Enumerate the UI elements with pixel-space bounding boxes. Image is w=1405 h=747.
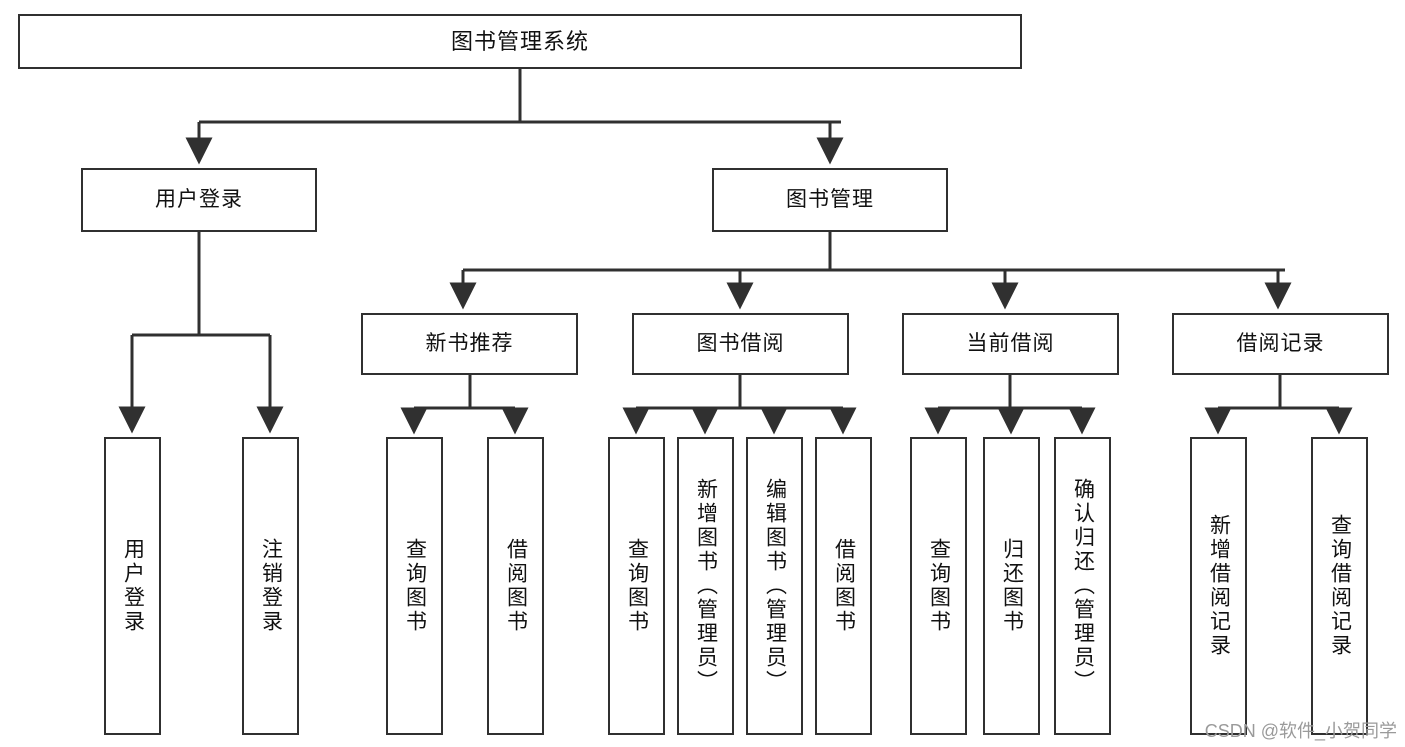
node-leaf-add-record[interactable]: 新增借阅记录 bbox=[1190, 437, 1247, 735]
node-leaf-confirm-return-label: 确认归还（管理员） bbox=[1071, 478, 1095, 694]
node-leaf-user-login-label: 用户登录 bbox=[121, 538, 145, 634]
node-user-login-label: 用户登录 bbox=[155, 187, 243, 211]
node-leaf-borrow-book-2-label: 借阅图书 bbox=[832, 538, 856, 634]
node-leaf-edit-book[interactable]: 编辑图书（管理员） bbox=[746, 437, 803, 735]
node-new-book-rec-label: 新书推荐 bbox=[425, 331, 514, 355]
node-current-borrow-label: 当前借阅 bbox=[966, 331, 1055, 355]
node-book-borrow[interactable]: 图书借阅 bbox=[632, 313, 849, 375]
node-leaf-query-book-1[interactable]: 查询图书 bbox=[386, 437, 443, 735]
node-leaf-add-record-label: 新增借阅记录 bbox=[1207, 514, 1231, 658]
node-leaf-query-book-1-label: 查询图书 bbox=[403, 538, 427, 634]
node-root-label: 图书管理系统 bbox=[450, 28, 589, 54]
node-leaf-query-book-3[interactable]: 查询图书 bbox=[910, 437, 967, 735]
node-leaf-borrow-book-2[interactable]: 借阅图书 bbox=[815, 437, 872, 735]
node-leaf-add-book[interactable]: 新增图书（管理员） bbox=[677, 437, 734, 735]
watermark-text: CSDN @软件_小贺同学 bbox=[1204, 721, 1397, 741]
node-borrow-record-label: 借阅记录 bbox=[1236, 331, 1325, 355]
node-leaf-query-record[interactable]: 查询借阅记录 bbox=[1311, 437, 1368, 735]
node-leaf-return-book[interactable]: 归还图书 bbox=[983, 437, 1040, 735]
node-leaf-add-book-label: 新增图书（管理员） bbox=[694, 478, 718, 694]
node-leaf-query-book-2[interactable]: 查询图书 bbox=[608, 437, 665, 735]
node-borrow-record[interactable]: 借阅记录 bbox=[1172, 313, 1389, 375]
node-leaf-user-logout-label: 注销登录 bbox=[259, 538, 283, 634]
node-leaf-return-book-label: 归还图书 bbox=[1000, 538, 1024, 634]
node-leaf-user-logout[interactable]: 注销登录 bbox=[242, 437, 299, 735]
node-book-manage-label: 图书管理 bbox=[786, 187, 874, 211]
node-leaf-query-record-label: 查询借阅记录 bbox=[1328, 514, 1352, 658]
node-leaf-borrow-book-1[interactable]: 借阅图书 bbox=[487, 437, 544, 735]
node-leaf-borrow-book-1-label: 借阅图书 bbox=[504, 538, 528, 634]
node-new-book-rec[interactable]: 新书推荐 bbox=[361, 313, 578, 375]
node-leaf-confirm-return[interactable]: 确认归还（管理员） bbox=[1054, 437, 1111, 735]
node-user-login[interactable]: 用户登录 bbox=[81, 168, 317, 232]
node-leaf-query-book-2-label: 查询图书 bbox=[625, 538, 649, 634]
node-root[interactable]: 图书管理系统 bbox=[18, 14, 1022, 69]
node-leaf-user-login[interactable]: 用户登录 bbox=[104, 437, 161, 735]
node-current-borrow[interactable]: 当前借阅 bbox=[902, 313, 1119, 375]
node-book-borrow-label: 图书借阅 bbox=[696, 331, 785, 355]
node-leaf-query-book-3-label: 查询图书 bbox=[927, 538, 951, 634]
node-leaf-edit-book-label: 编辑图书（管理员） bbox=[763, 478, 787, 694]
node-book-manage[interactable]: 图书管理 bbox=[712, 168, 948, 232]
